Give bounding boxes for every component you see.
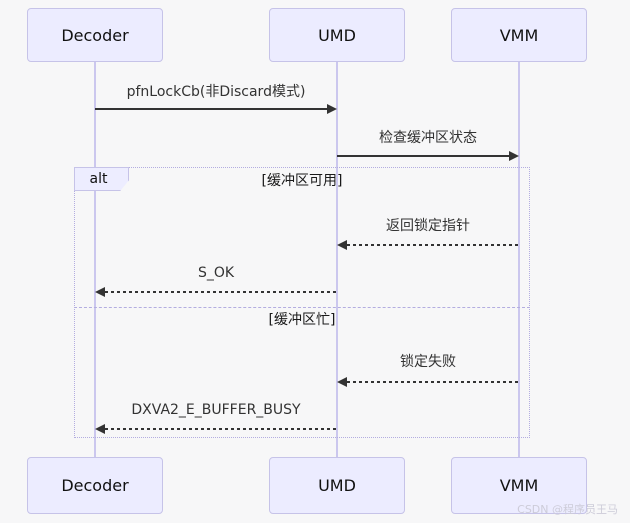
actor-label: VMM: [499, 476, 539, 495]
message-label: 锁定失败: [400, 354, 456, 370]
alt-frame: [74, 167, 530, 438]
message-line: [95, 108, 328, 110]
actor-top-vmm: VMM: [451, 8, 587, 62]
lifeline-umd: [336, 62, 338, 457]
alt-frame-label: alt: [74, 167, 129, 191]
message-label: S_OK: [197, 265, 235, 281]
actor-bottom-umd: UMD: [269, 457, 405, 514]
actor-label: UMD: [318, 25, 356, 45]
alt-guard-available: [缓冲区可用]: [261, 173, 343, 189]
actor-label: Decoder: [61, 476, 129, 495]
actor-label: VMM: [499, 25, 539, 45]
actor-label: Decoder: [61, 25, 129, 45]
message-line: [347, 244, 518, 246]
message-label: pfnLockCb(非Discard模式): [126, 84, 306, 100]
alt-divider: [74, 307, 530, 308]
alt-label-text: alt: [89, 171, 108, 187]
lifeline-vmm: [518, 62, 520, 457]
message-label: 检查缓冲区状态: [379, 130, 477, 146]
arrowhead-icon: [337, 240, 347, 250]
watermark: CSDN @程序员王马: [517, 503, 618, 516]
message-label: 返回锁定指针: [386, 218, 470, 234]
arrowhead-icon: [95, 287, 105, 297]
message-line: [105, 428, 336, 430]
lifeline-decoder: [94, 62, 96, 457]
actor-top-umd: UMD: [269, 8, 405, 62]
message-line: [337, 155, 510, 157]
message-line: [347, 381, 518, 383]
message-label: DXVA2_E_BUFFER_BUSY: [131, 402, 301, 418]
arrowhead-icon: [337, 377, 347, 387]
arrowhead-icon: [95, 424, 105, 434]
alt-guard-busy: [缓冲区忙]: [268, 312, 336, 328]
arrowhead-icon: [327, 104, 337, 114]
actor-bottom-vmm: VMM: [451, 457, 587, 514]
actor-top-decoder: Decoder: [27, 8, 163, 62]
arrowhead-icon: [509, 151, 519, 161]
actor-label: UMD: [318, 476, 356, 495]
actor-bottom-decoder: Decoder: [27, 457, 163, 514]
message-line: [105, 291, 336, 293]
